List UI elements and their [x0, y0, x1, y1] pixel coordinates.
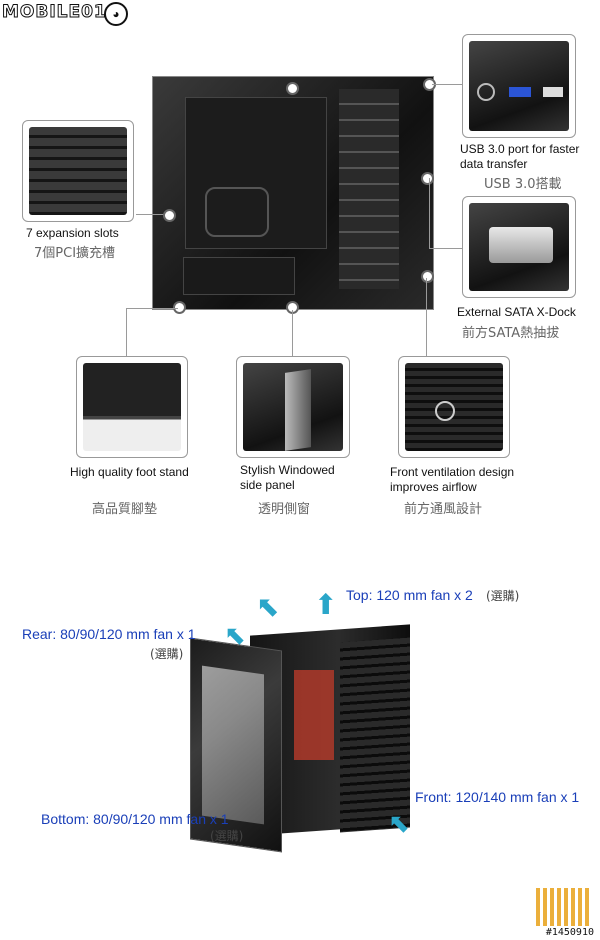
foot-stand-caption: High quality foot stand: [70, 465, 189, 479]
usb3-caption-zh: USB 3.0搭載: [484, 177, 562, 192]
x-dock-caption: External SATA X-Dock: [457, 305, 576, 319]
callout-dot: [421, 270, 434, 283]
site-logo: MOBILE01: [2, 2, 107, 23]
foot-stand-thumbnail: [76, 356, 188, 458]
front-fan-arrow-icon: ⬉: [388, 808, 410, 838]
usb3-caption-line2: data transfer: [460, 157, 528, 171]
front-vent-caption-zh: 前方通風設計: [404, 502, 483, 517]
usb3-ports-thumbnail: [462, 34, 576, 138]
case-interior-photo: [152, 76, 434, 310]
windowed-panel-caption-zh: 透明側窗: [258, 502, 311, 517]
bottom-fan-label: Bottom: 80/90/120 mm fan x 1: [41, 811, 229, 827]
foot-stand-caption-zh: 高品質腳墊: [92, 502, 158, 517]
case-fan-layout-illustration: [190, 600, 430, 853]
x-dock-caption-zh: 前方SATA熱抽拔: [462, 326, 560, 341]
front-vent-caption-line2: improves airflow: [390, 480, 477, 494]
logo-face-icon: ◕: [104, 2, 128, 26]
front-vent-thumbnail: [398, 356, 510, 458]
bottom-fan-note: (選購): [210, 829, 244, 843]
front-vent-caption-line1: Front ventilation design: [390, 465, 515, 479]
top-fan-label: Top: 120 mm fan x 2: [346, 587, 473, 603]
watermark-id: #1450910: [543, 927, 596, 938]
watermark-logo: [536, 888, 592, 926]
rear-fan-label: Rear: 80/90/120 mm fan x 1: [22, 626, 196, 642]
usb3-caption-line1: USB 3.0 port for faster: [460, 142, 580, 156]
top-fan-note: (選購): [486, 589, 520, 603]
windowed-panel-thumbnail: [236, 356, 350, 458]
x-dock-thumbnail: [462, 196, 576, 298]
expansion-slots-caption-zh: 7個PCI擴充槽: [34, 246, 116, 261]
windowed-panel-caption-line1: Stylish Windowed: [240, 463, 335, 477]
rear-fan-arrow-icon: ⬉: [224, 620, 246, 650]
top-fan-arrow-icon: ⬉: [256, 591, 280, 622]
top-fan-arrow-icon: ⬆: [314, 589, 338, 620]
callout-dot: [286, 82, 299, 95]
rear-fan-note: (選購): [150, 647, 184, 661]
callout-dot: [173, 301, 186, 314]
callout-dot: [421, 172, 434, 185]
front-fan-label: Front: 120/140 mm fan x 1: [415, 789, 580, 805]
expansion-slots-caption: 7 expansion slots: [26, 226, 119, 240]
expansion-slots-thumbnail: [22, 120, 134, 222]
windowed-panel-caption-line2: side panel: [240, 478, 295, 492]
callout-dot: [163, 209, 176, 222]
